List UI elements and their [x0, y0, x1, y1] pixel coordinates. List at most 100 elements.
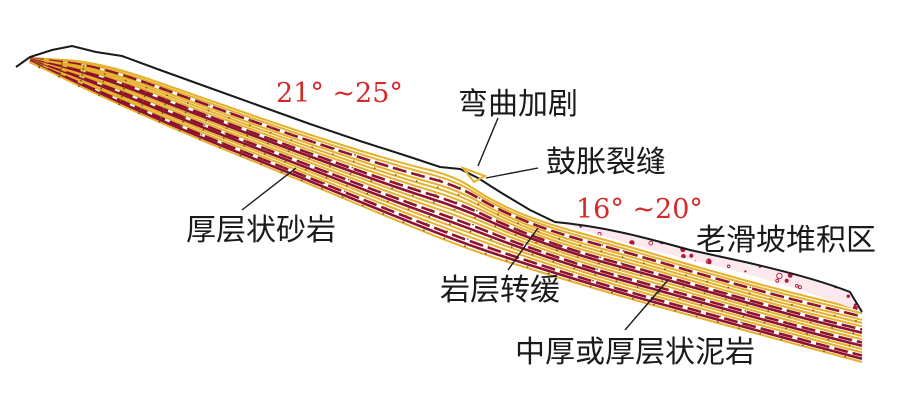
sandstone-grain-dot [387, 200, 389, 203]
sandstone-grain-dot [786, 321, 789, 324]
sandstone-grain-dot [160, 116, 162, 119]
sandstone-grain-dot [664, 262, 667, 265]
sandstone-grain-dot [144, 91, 147, 93]
sandstone-grain-dot [101, 84, 104, 86]
sandstone-grain-dot [58, 74, 61, 76]
sandstone-grain-dot [550, 266, 552, 269]
sandstone-grain-dot [262, 158, 264, 160]
sandstone-grain-dot [575, 261, 577, 264]
sandstone-grain-dot [707, 274, 709, 277]
sandstone-grain-dot [853, 326, 856, 328]
sandstone-grain-dot [443, 237, 446, 240]
sandstone-grain-dot [167, 89, 169, 92]
sandstone-grain-dot [749, 286, 752, 289]
sandstone-grain-dot [287, 150, 290, 153]
sandstone-grain-dot [472, 223, 474, 226]
sandstone-grain-dot [573, 267, 576, 270]
crack-leader-line [485, 167, 539, 179]
deposit-gravel-dot [827, 262, 831, 267]
sandstone-grain-dot [698, 309, 700, 312]
sandstone-grain-dot [245, 140, 247, 142]
sandstone-grain-dot [207, 109, 210, 112]
sandstone-grain-dot [394, 174, 397, 176]
upper-dip-angle-label: 21° ~25° [276, 78, 403, 109]
sandstone-grain-dot [200, 133, 203, 136]
sandstone-grain-dot [597, 262, 600, 265]
deposit-gravel-dot [798, 285, 802, 290]
sandstone-grain-dot [455, 201, 458, 204]
sandstone-grain-dot [856, 313, 858, 316]
sandstone-layer-line [29, 60, 863, 350]
deposit-gravel-dot [851, 276, 855, 280]
sandstone-grain-dot [568, 279, 571, 281]
sandstone-grain-dot [535, 241, 537, 244]
sandstone-grain-dot [243, 145, 246, 147]
sandstone-grain-dot [832, 320, 835, 323]
thick-sandstone-label: 厚层状砂岩 [186, 213, 336, 248]
sandstone-grain-dot [642, 262, 645, 264]
sandstone-grain-dot [428, 215, 431, 218]
gentle-strata-leader-line [507, 227, 539, 271]
sandstone-grain-dot [221, 141, 223, 144]
sandstone-grain-dot [526, 266, 529, 268]
sandstone-grain-dot [517, 222, 519, 225]
sandstone-grain-dot [60, 64, 63, 66]
sandstone-grain-dot [599, 256, 602, 259]
sandstone-grain-dot [178, 129, 181, 132]
sandstone-grain-dot [265, 147, 268, 150]
sandstone-grain-dot [855, 320, 857, 322]
sandstone-grain-dot [610, 291, 613, 294]
deposit-gravel-dot [688, 223, 695, 231]
sandstone-layer-line [29, 57, 863, 311]
sandstone-grain-dot [813, 303, 816, 305]
deposit-gravel-dot [629, 230, 633, 234]
sandstone-grain-dot [435, 194, 437, 196]
deposit-gravel-dot [861, 298, 862, 304]
deposit-gravel-dot [577, 301, 582, 306]
sandstone-grain-dot [620, 262, 623, 265]
deposit-gravel-dot [834, 268, 838, 273]
sandstone-grain-dot [260, 163, 262, 165]
deposit-gravel-dot [602, 305, 607, 310]
sandstone-grain-dot [332, 153, 334, 156]
sandstone-grain-dot [290, 139, 293, 142]
sandstone-grain-dot [657, 292, 660, 294]
deposit-gravel-dot [689, 253, 694, 258]
sandstone-grain-dot [759, 333, 762, 335]
sandstone-grain-dot [705, 286, 707, 289]
sandstone-grain-dot [286, 155, 288, 158]
sandstone-grain-dot [225, 127, 228, 129]
sandstone-grain-dot [82, 64, 85, 67]
sandstone-grain-dot [333, 147, 336, 150]
sandstone-grain-dot [423, 229, 425, 232]
sandstone-grain-dot [682, 286, 685, 288]
sandstone-grain-dot [748, 292, 751, 295]
sandstone-grain-dot [364, 198, 367, 201]
sandstone-grain-dot [343, 190, 346, 193]
deposit-gravel-dot [681, 254, 686, 259]
sandstone-grain-dot [716, 321, 719, 324]
deposit-gravel-dot [864, 220, 866, 222]
mudstone-layer-line [29, 57, 863, 318]
sandstone-grain-dot [825, 344, 828, 347]
sandstone-grain-dot [219, 146, 222, 149]
sandstone-grain-dot [120, 95, 123, 98]
sandstone-grain-dot [738, 327, 740, 329]
sandstone-grain-dot [559, 231, 561, 234]
sandstone-grain-dot [361, 204, 364, 207]
sandstone-grain-dot [405, 214, 407, 217]
sandstone-grain-dot [414, 187, 416, 190]
sandstone-grain-dot [740, 321, 743, 324]
sandstone-grain-dot [329, 165, 331, 168]
sandstone-grain-dot [788, 315, 791, 318]
sandstone-layer-line [29, 57, 863, 321]
sandstone-grain-dot [477, 203, 480, 206]
sandstone-grain-dot [302, 174, 305, 177]
sandstone-grain-dot [770, 292, 773, 294]
sandstone-grain-dot [351, 166, 354, 169]
sandstone-grain-dot [592, 279, 594, 282]
mudstone-leader-line [624, 279, 669, 331]
sandstone-grain-dot [700, 303, 702, 306]
ground-surface-line [15, 44, 863, 313]
deposit-gravel-dot [629, 240, 635, 246]
